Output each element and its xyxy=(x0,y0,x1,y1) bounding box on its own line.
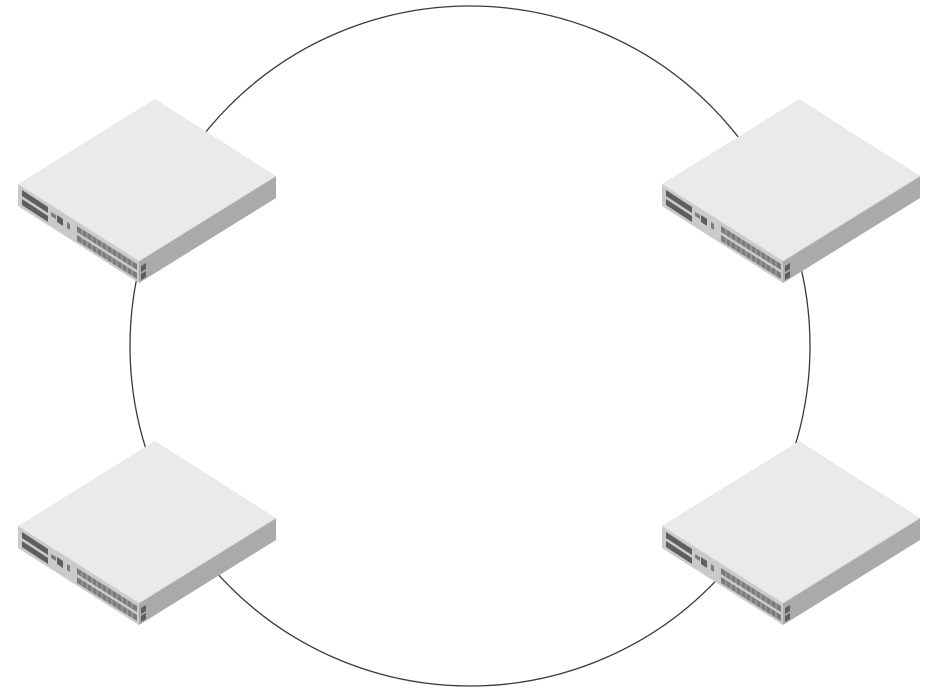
ring-link xyxy=(130,6,810,686)
network-switch-icon[interactable] xyxy=(662,99,920,283)
network-switch-icon[interactable] xyxy=(18,99,276,283)
network-switch-icon[interactable] xyxy=(18,441,276,625)
network-switch-icon[interactable] xyxy=(662,441,920,625)
